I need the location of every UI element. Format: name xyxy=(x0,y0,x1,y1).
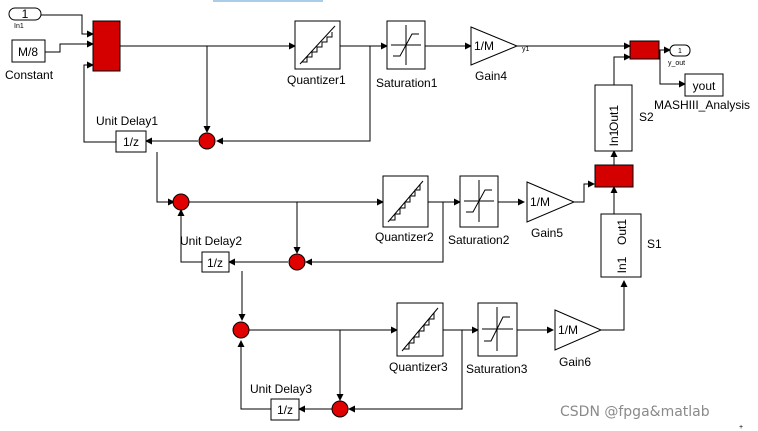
saturation1-label: Saturation1 xyxy=(376,76,438,90)
to-workspace-block[interactable]: yout MASHIII_Analysis xyxy=(654,73,750,112)
corner-mark: + xyxy=(739,424,743,431)
outport-y-out-label: y_out xyxy=(668,60,685,67)
constant-block[interactable]: M/8 Constant xyxy=(5,39,54,82)
input-mux-block[interactable] xyxy=(92,20,121,72)
subsystem-s1-in-port: In1 xyxy=(615,256,629,273)
sum4-block[interactable] xyxy=(288,253,306,271)
gain4-block[interactable]: 1/M Gain4 xyxy=(470,26,519,83)
unit-delay3-block[interactable]: 1/z Unit Delay3 xyxy=(250,382,312,421)
saturation2-block[interactable]: Saturation2 xyxy=(448,175,510,247)
inport-in1-label: In1 xyxy=(14,23,24,30)
saturation3-block[interactable]: Saturation3 xyxy=(466,302,528,376)
quantizer3-label: Quantizer3 xyxy=(389,360,448,374)
subsystem-s1-out-port: Out1 xyxy=(615,219,629,245)
gain5-block[interactable]: 1/M Gain5 xyxy=(526,181,576,240)
unit-delay1-block[interactable]: 1/z Unit Delay1 xyxy=(96,114,158,153)
subsystem-s2-out-port: Out1 xyxy=(607,105,621,131)
quantizer1-block[interactable]: Quantizer1 xyxy=(287,20,346,87)
quantizer2-label: Quantizer2 xyxy=(375,230,434,244)
quantizer2-block[interactable]: Quantizer2 xyxy=(375,175,434,244)
saturation1-block[interactable]: Saturation1 xyxy=(376,20,438,90)
outport-y-out-number: 1 xyxy=(678,48,682,55)
unit-delay3-value: 1/z xyxy=(277,403,293,417)
subsystem-s1-label: S1 xyxy=(647,237,662,251)
subsystem-s2-in-port: In1 xyxy=(607,129,621,146)
unit-delay2-value: 1/z xyxy=(207,256,223,270)
gain6-value: 1/M xyxy=(558,323,578,337)
gain5-value: 1/M xyxy=(530,195,550,209)
subsystem-s2[interactable]: Out1 In1 S2 xyxy=(594,84,654,152)
quantizer1-label: Quantizer1 xyxy=(287,73,346,87)
sum1-block[interactable] xyxy=(198,132,216,150)
to-workspace-value: yout xyxy=(693,79,716,93)
signal-label-y1: y1 xyxy=(522,46,530,53)
middle-mux-block[interactable] xyxy=(594,164,634,188)
constant-label: Constant xyxy=(5,68,54,82)
gain6-block[interactable]: 1/M Gain6 xyxy=(554,309,603,369)
unit-delay1-label: Unit Delay1 xyxy=(96,114,158,128)
watermark: CSDN @fpga&matlab xyxy=(560,404,710,420)
sum5-block[interactable] xyxy=(232,321,250,339)
unit-delay1-value: 1/z xyxy=(123,135,139,149)
inport-in1[interactable]: 1 In1 xyxy=(8,7,42,30)
output-mux-block[interactable] xyxy=(629,40,660,60)
subsystem-s1[interactable]: Out1 In1 S1 xyxy=(600,213,662,278)
saturation2-label: Saturation2 xyxy=(448,233,510,247)
signal-lines xyxy=(41,14,686,413)
top-highlight-bar xyxy=(213,0,323,2)
unit-delay3-label: Unit Delay3 xyxy=(250,382,312,396)
sum6-block[interactable] xyxy=(331,400,349,418)
saturation3-label: Saturation3 xyxy=(466,362,528,376)
gain5-label: Gain5 xyxy=(531,226,563,240)
inport-in1-number: 1 xyxy=(22,7,29,21)
unit-delay2-label: Unit Delay2 xyxy=(180,234,242,248)
unit-delay2-block[interactable]: 1/z Unit Delay2 xyxy=(180,234,242,273)
constant-value: M/8 xyxy=(18,45,38,59)
outport-y-out[interactable]: 1 y_out xyxy=(668,44,691,67)
subsystem-s2-label: S2 xyxy=(639,110,654,124)
quantizer3-block[interactable]: Quantizer3 xyxy=(389,302,448,374)
gain6-label: Gain6 xyxy=(559,355,591,369)
to-workspace-label: MASHIII_Analysis xyxy=(654,98,750,112)
gain4-value: 1/M xyxy=(474,39,494,53)
gain4-label: Gain4 xyxy=(475,69,507,83)
sum3-block[interactable] xyxy=(172,193,190,211)
